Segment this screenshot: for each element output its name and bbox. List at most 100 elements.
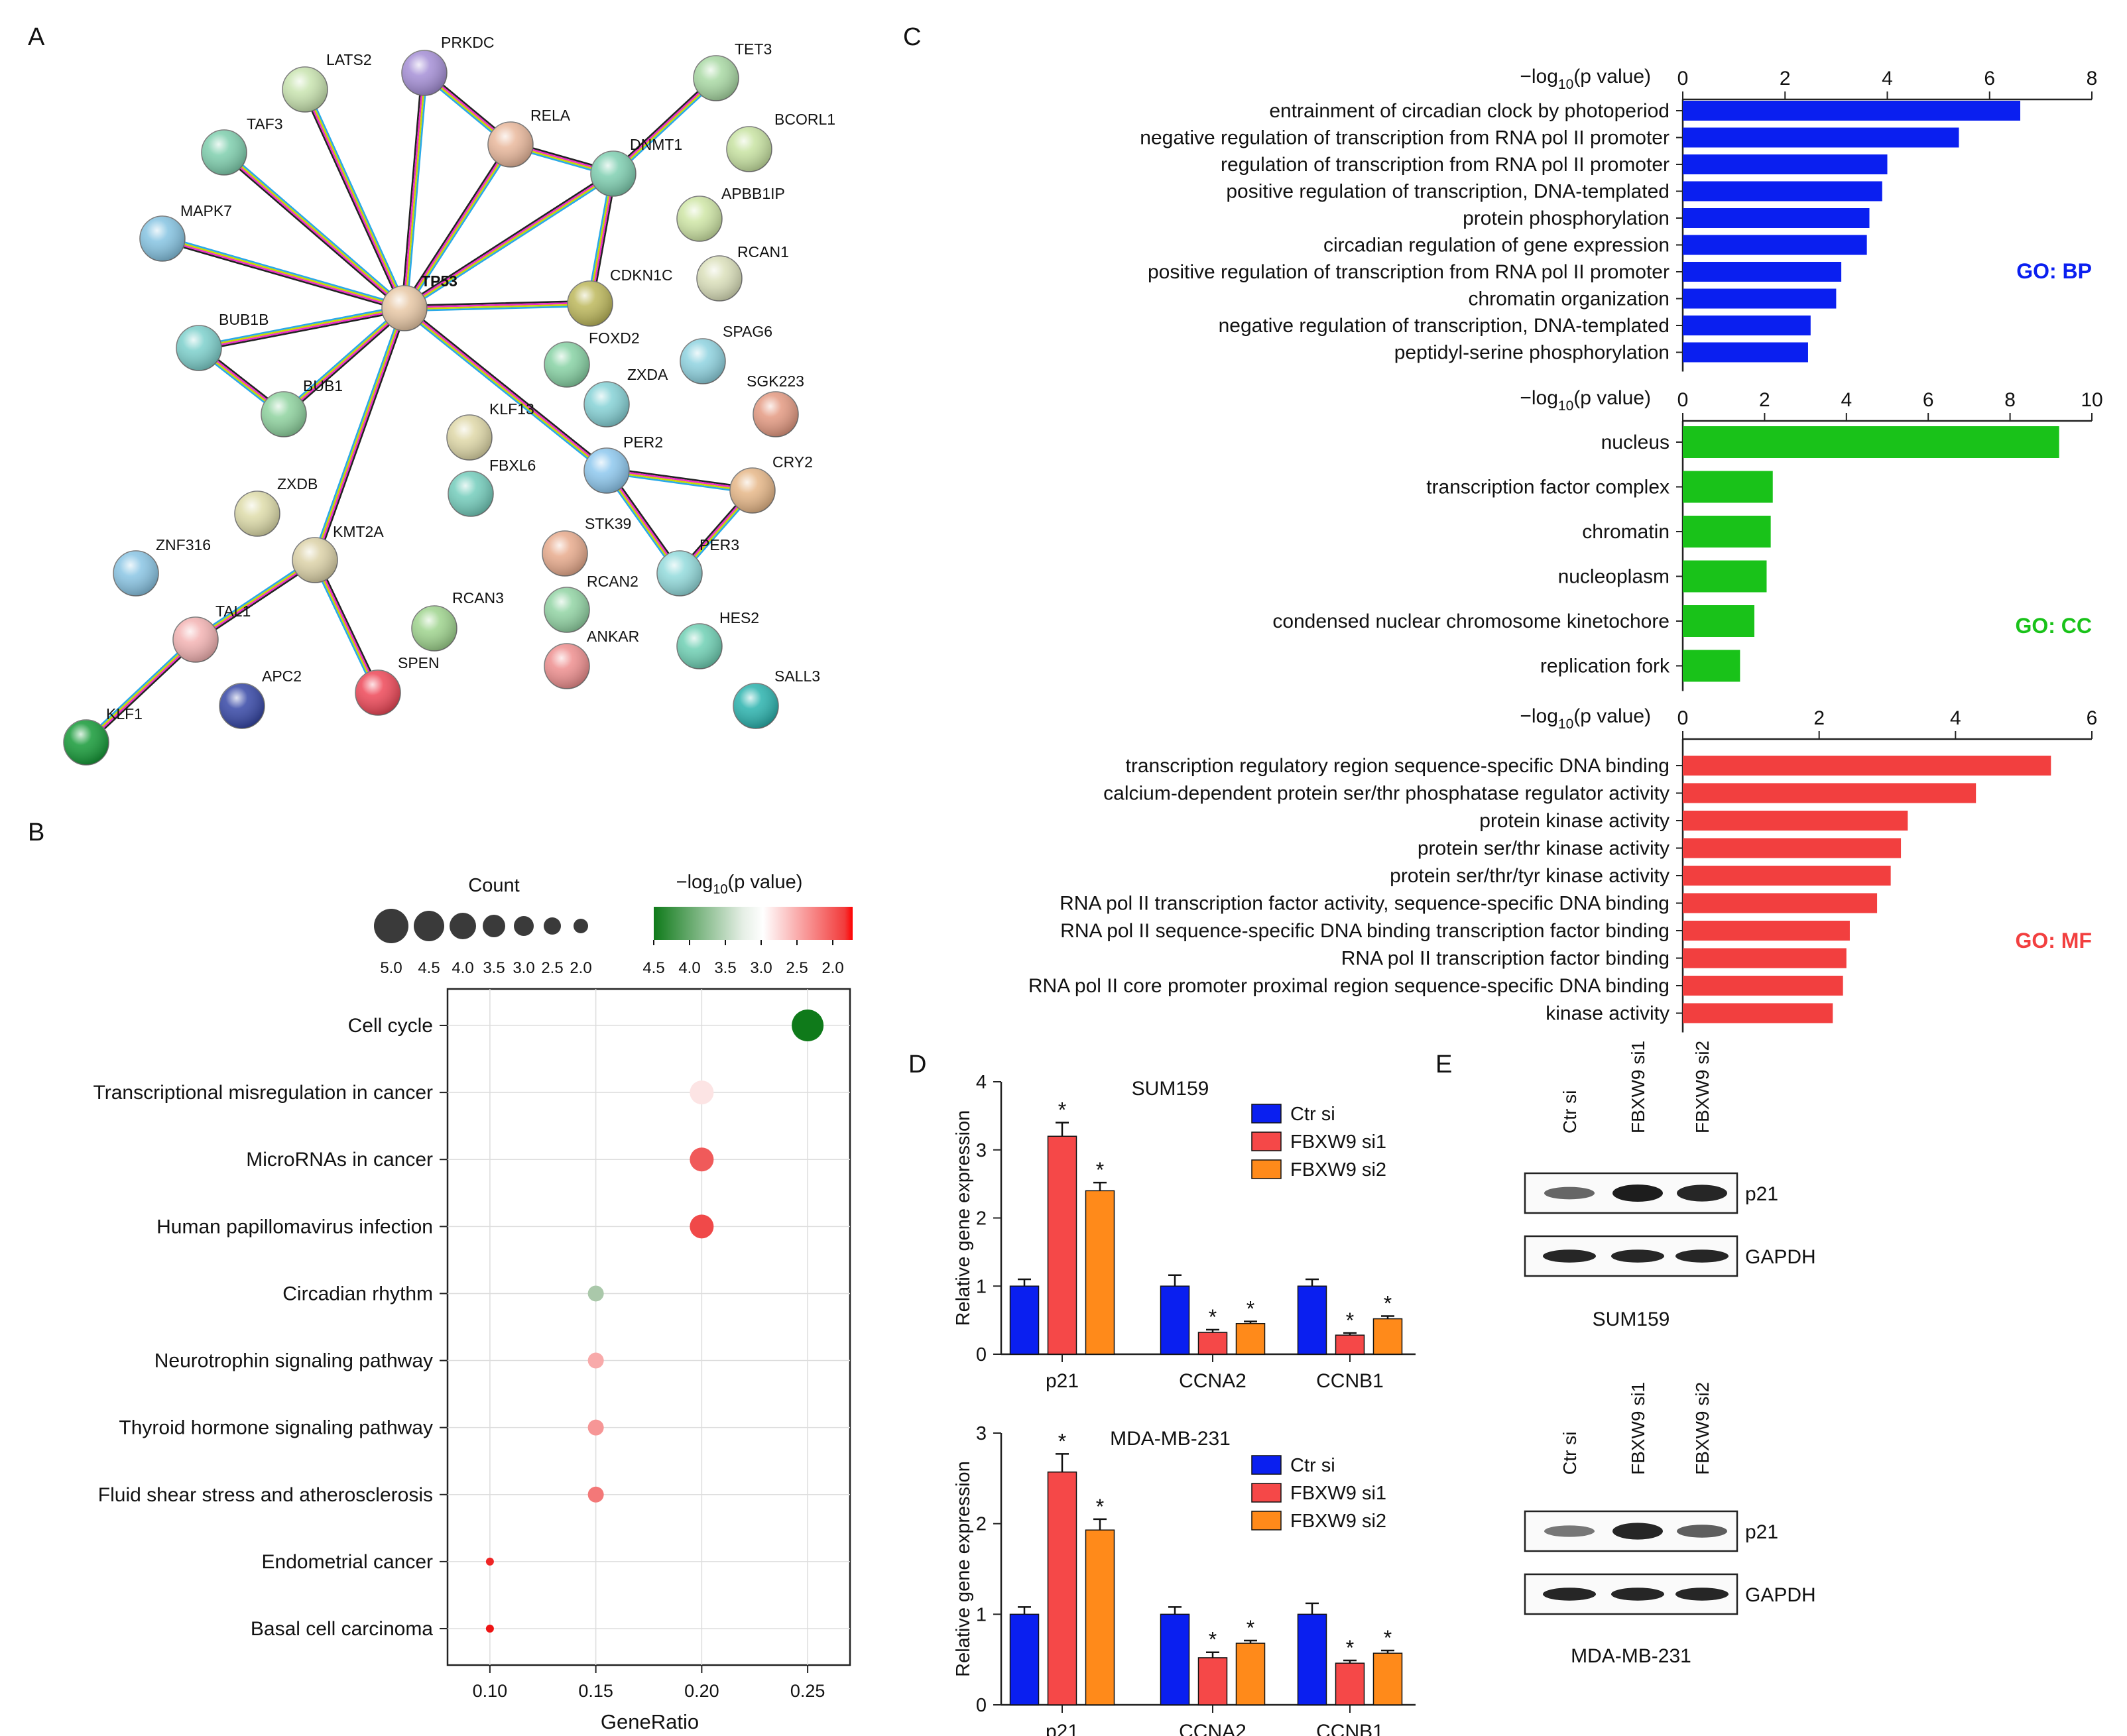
go-x-tick-label: 6 — [2087, 707, 2098, 729]
blot-lane-label-fbxw9-si2: FBXW9 si2 — [1692, 1041, 1713, 1133]
count-legend-dot — [414, 911, 444, 941]
blot-band-p21 — [1612, 1523, 1663, 1540]
node-shine-tp53 — [382, 286, 427, 331]
edge-tp53-kmt2a — [316, 308, 408, 562]
go-x-tick-label: 0 — [1677, 389, 1689, 411]
node-shine-sgk223 — [753, 392, 798, 437]
count-legend-dot — [544, 917, 561, 935]
node-label-klf1: KLF1 — [106, 705, 143, 723]
bubble-x-tick-label: 0.15 — [578, 1681, 613, 1701]
go-bar-protein-kinase-activity — [1683, 811, 1908, 831]
panel-letter-b: B — [28, 819, 44, 846]
go-x-tick-label: 0 — [1677, 707, 1689, 729]
go-term-label-nucleoplasm: nucleoplasm — [1558, 566, 1670, 588]
bubble-cell-cycle — [792, 1010, 824, 1041]
node-label-tal1: TAL1 — [215, 603, 251, 620]
node-label-spen: SPEN — [398, 654, 440, 671]
qpcr-bar-ctr-si-ccnb1 — [1297, 1613, 1327, 1706]
qpcr-y-tick-label: 2 — [976, 1208, 987, 1230]
edge-dnmt1-tet3 — [611, 75, 715, 173]
go-bar-negative-regulation-of-transcription-dna-templated — [1683, 316, 1811, 335]
qpcr-bar-fbxw9-si1-ccna2 — [1197, 1657, 1228, 1706]
go-x-tick-label: 6 — [1923, 389, 1934, 411]
edge-tp53-per2 — [402, 308, 607, 473]
qpcr-bar-fbxw9-si1-ccnb1 — [1335, 1662, 1365, 1706]
qpcr-significance-star: * — [1209, 1305, 1217, 1329]
edge-tp53-cdkn1c — [403, 305, 591, 312]
count-legend-tick: 3.0 — [513, 959, 534, 977]
qpcr-y-tick-label: 2 — [976, 1514, 987, 1535]
qpcr-legend-swatch-ctr-si — [1251, 1104, 1282, 1124]
go-category-label-go-bp: GO: BP — [2016, 259, 2092, 283]
qpcr-gene-label-p21: p21 — [1046, 1721, 1079, 1736]
edge-per2-cry2 — [605, 472, 753, 494]
node-shine-spag6 — [680, 339, 725, 384]
edge-tp53-bub1 — [282, 306, 405, 415]
qpcr-legend-swatch-ctr-si — [1251, 1455, 1282, 1475]
panel-letter-d: D — [908, 1051, 926, 1078]
edge-tp53-mapk7 — [162, 237, 406, 309]
node-label-sall3: SALL3 — [774, 667, 820, 685]
go-bar-protein-ser-thr-kinase-activity — [1683, 838, 1902, 858]
node-label-lats2: LATS2 — [326, 51, 372, 68]
node-sgk223: SGK223 — [747, 373, 804, 437]
qpcr-gene-label-p21: p21 — [1046, 1370, 1079, 1392]
blot-band-p21 — [1544, 1186, 1595, 1200]
edge-tp53-bub1 — [281, 305, 404, 414]
edge-tal1-klf1 — [87, 640, 198, 746]
edge-dnmt1-tet3 — [613, 78, 718, 176]
go-x-tick-label: 0 — [1677, 68, 1689, 89]
qpcr-y-tick-label: 3 — [976, 1140, 987, 1161]
bubble-x-tick-label: 0.25 — [790, 1681, 825, 1701]
edge-tp53-kmt2a — [312, 306, 403, 560]
qpcr-bar-fbxw9-si1-ccnb1 — [1335, 1334, 1365, 1355]
node-label-bub1: BUB1 — [303, 377, 343, 394]
node-label-apc2: APC2 — [262, 667, 302, 685]
node-label-rcan2: RCAN2 — [587, 573, 638, 590]
go-bar-chromatin-organization — [1683, 288, 1837, 309]
node-label-rela: RELA — [530, 107, 571, 124]
go-x-tick-label: 10 — [2081, 389, 2102, 411]
node-dnmt1: DNMT1 — [590, 136, 682, 197]
edge-tp53-rela — [402, 143, 511, 309]
color-legend-tick-label: 3.5 — [714, 959, 736, 977]
node-shine-cry2 — [730, 468, 775, 513]
node-shine-apbb1ip — [677, 196, 722, 241]
node-foxd2: FOXD2 — [544, 329, 640, 388]
go-bar-chromatin — [1683, 516, 1771, 548]
qpcr-gene-label-ccnb1: CCNB1 — [1316, 1721, 1384, 1736]
node-shine-bub1 — [261, 392, 306, 437]
count-legend-tick: 5.0 — [380, 959, 402, 977]
node-label-per3: PER3 — [699, 536, 739, 553]
qpcr-legend-label-fbxw9-si2: FBXW9 si2 — [1290, 1511, 1386, 1532]
go-axis-title: −log10(p value) — [1520, 387, 1651, 414]
qpcr-significance-star: * — [1058, 1098, 1066, 1122]
pathway-label-human-papillomavirus-infection: Human papillomavirus infection — [156, 1216, 433, 1238]
qpcr-chart-title: SUM159 — [1132, 1078, 1209, 1100]
node-rcan3: RCAN3 — [411, 589, 504, 652]
count-legend-tick: 4.5 — [418, 959, 440, 977]
pathway-label-endometrial-cancer: Endometrial cancer — [262, 1551, 433, 1573]
edge-tal1-klf1 — [84, 636, 195, 742]
bubble-transcriptional-misregulation-in-cancer — [690, 1080, 714, 1105]
go-bar-protein-ser-thr-tyr-kinase-activity — [1683, 866, 1891, 886]
blot-cell-line-label: SUM159 — [1593, 1308, 1670, 1330]
qpcr-y-tick-label: 3 — [976, 1423, 987, 1444]
blot-cell-line-label: MDA-MB-231 — [1571, 1645, 1691, 1667]
qpcr-y-tick-label: 1 — [976, 1604, 987, 1625]
node-prkdc: PRKDC — [401, 34, 495, 96]
node-label-stk39: STK39 — [585, 515, 631, 532]
go-bar-rna-pol-ii-transcription-factor-activity-sequence-specific-dna-binding — [1683, 893, 1878, 913]
go-bar-peptidyl-serine-phosphorylation — [1683, 342, 1808, 363]
node-label-taf3: TAF3 — [247, 115, 283, 133]
node-label-fbxl6: FBXL6 — [489, 457, 536, 474]
node-label-prkdc: PRKDC — [441, 34, 495, 51]
node-shine-per2 — [584, 448, 629, 493]
go-term-label-chromatin-organization: chromatin organization — [1468, 288, 1670, 310]
